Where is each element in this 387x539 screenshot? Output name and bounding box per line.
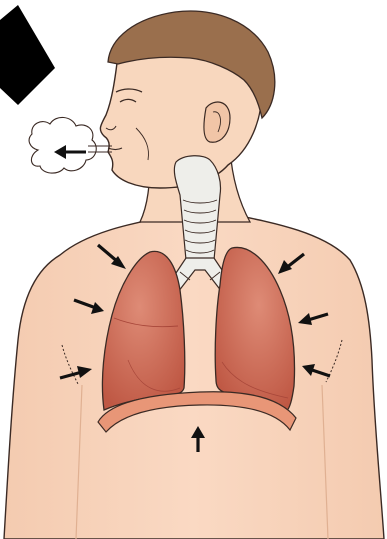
- corner-marker: [0, 5, 55, 105]
- breath-cloud: [29, 117, 96, 173]
